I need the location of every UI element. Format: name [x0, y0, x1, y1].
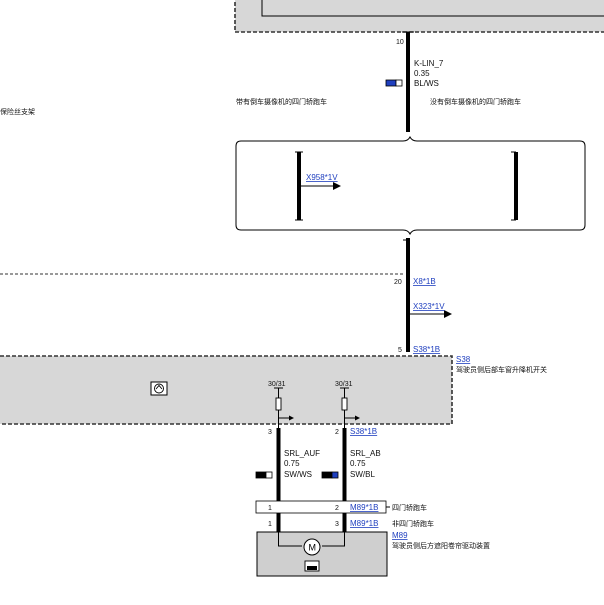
motor-m89-code[interactable]: M89 [392, 531, 408, 540]
m89-row2-desc: 非四门轿跑车 [392, 519, 434, 528]
wire-auf-color: SW/WS [284, 470, 312, 479]
m89-row2-connector[interactable]: M89*1B [350, 519, 378, 528]
variant-without-camera: 没有倒车摄像机的四门轿跑车 [430, 97, 521, 106]
pin-s38-5: 5 [398, 347, 402, 354]
motor-m89-desc: 驾驶员侧后方遮阳卷帘驱动装置 [392, 541, 490, 550]
m89-row1-pin-left: 1 [268, 505, 272, 512]
motor-icon: M [278, 532, 345, 572]
connector-x958-link[interactable]: X958*1V [306, 173, 338, 182]
supply-right-label: 30/31 [335, 381, 353, 388]
fuse-right [340, 387, 360, 428]
m89-row2-pin-right: 3 [335, 521, 339, 528]
color-swatch-bl-ws [385, 79, 403, 87]
connector-s38-link[interactable]: S38*1B [413, 345, 440, 354]
wire-ab-size: 0.75 [350, 459, 366, 468]
connector-s38-ab-link[interactable]: S38*1B [350, 427, 377, 436]
m89-row2-pin-left: 1 [268, 521, 272, 528]
left-stub-label: 保险丝支架 [0, 107, 35, 116]
wire-k-lin-color: BL/WS [414, 79, 439, 88]
wire-ab-color: SW/BL [350, 470, 375, 479]
pin-x8-20: 20 [394, 279, 402, 286]
wire-auf-size: 0.75 [284, 459, 300, 468]
pin-auf-3: 3 [268, 429, 272, 436]
supply-left-label: 30/31 [268, 381, 286, 388]
wire-k-lin-size: 0.35 [414, 69, 430, 78]
m89-row-1 [255, 500, 390, 514]
fuse-left [274, 387, 294, 428]
color-swatch-sw-bl [321, 471, 339, 479]
m89-row1-connector[interactable]: M89*1B [350, 503, 378, 512]
variant-with-camera: 带有倒车摄像机的四门轿跑车 [236, 97, 327, 106]
wire-auf-name: SRL_AUF [284, 449, 320, 458]
connector-x323-link[interactable]: X323*1V [413, 302, 445, 311]
motor-m89-box [256, 531, 388, 577]
svg-text:M: M [309, 543, 317, 553]
switch-s38-code[interactable]: S38 [456, 355, 471, 364]
pin-ab-2: 2 [335, 429, 339, 436]
top-module-box [234, 0, 604, 33]
m89-row1-pin-right: 2 [335, 505, 339, 512]
m89-row1-desc: 四门轿跑车 [392, 503, 427, 512]
connector-x8-link[interactable]: X8*1B [413, 277, 436, 286]
switch-s38-desc: 驾驶员侧后部车窗升降机开关 [456, 365, 547, 374]
pin-top-10: 10 [396, 39, 404, 46]
color-swatch-sw-ws [255, 471, 273, 479]
variant-brace-box [235, 135, 586, 236]
wire-k-lin-name: K-LIN_7 [414, 59, 444, 68]
switch-s38-box [0, 355, 453, 425]
switch-icon [150, 381, 168, 396]
wire-ab-name: SRL_AB [350, 449, 381, 458]
